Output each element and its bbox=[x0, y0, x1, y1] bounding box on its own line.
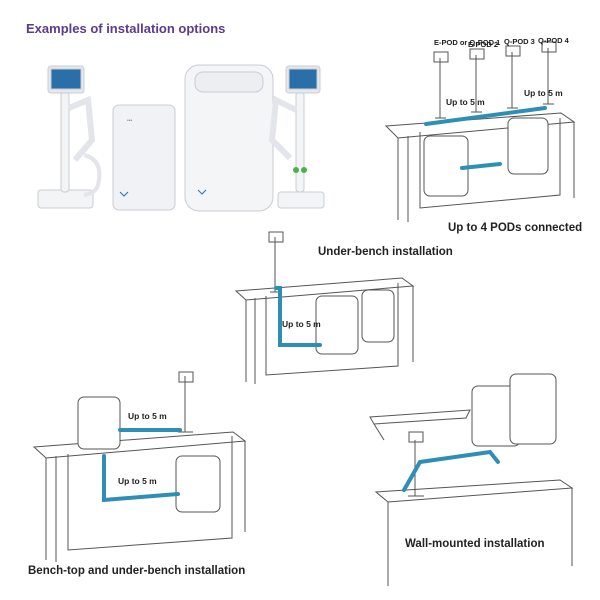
under-bench-caption: Under-bench installation bbox=[318, 246, 453, 258]
distance-label: Up to 5 m bbox=[446, 97, 485, 107]
bench-top-distance-label: Up to 5 m bbox=[128, 411, 167, 421]
under-bench-distance-label: Up to 5 m bbox=[282, 319, 321, 329]
dispenser-right bbox=[268, 65, 325, 209]
dispenser-left bbox=[37, 65, 102, 209]
bench-top-caption: Bench-top and under-bench installation bbox=[28, 565, 246, 577]
pod-label-1: E-POD or Q-POD 1 bbox=[434, 38, 501, 47]
pod-label-3: Q-POD 3 bbox=[504, 37, 535, 46]
distance-label-2: Up to 5 m bbox=[524, 88, 563, 98]
pod-label-2: E-POD 2 bbox=[468, 40, 499, 49]
large-unit bbox=[184, 64, 274, 212]
small-unit: ••• bbox=[112, 104, 176, 211]
svg-text:•••: ••• bbox=[127, 118, 133, 124]
multi-pod-caption: Up to 4 PODs connected bbox=[448, 222, 583, 234]
wall-mounted-caption: Wall-mounted installation bbox=[405, 538, 545, 550]
bench-under-distance-label: Up to 5 m bbox=[118, 476, 157, 486]
page-title: Examples of installation options bbox=[26, 21, 226, 36]
pod-label-4: Q-POD 4 bbox=[538, 36, 569, 45]
